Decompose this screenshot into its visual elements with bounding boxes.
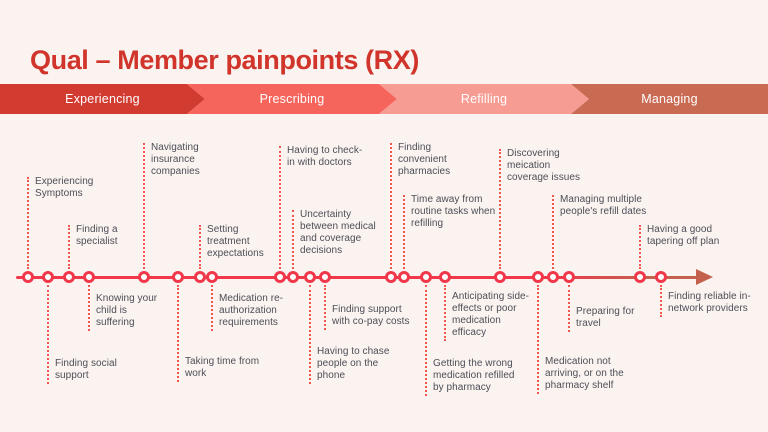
painpoint-label: Experiencing Symptoms bbox=[35, 176, 94, 199]
timeline-dot bbox=[22, 271, 34, 283]
leader-line bbox=[499, 149, 501, 269]
painpoint-label: Having to check- in with doctors bbox=[287, 145, 363, 168]
phase-label: Managing bbox=[641, 92, 698, 106]
leader-line bbox=[425, 285, 427, 396]
painpoint-label: Finding reliable in- network providers bbox=[668, 291, 751, 314]
leader-line bbox=[47, 285, 49, 384]
leader-line bbox=[403, 195, 405, 269]
timeline-dot bbox=[420, 271, 432, 283]
timeline-dot bbox=[206, 271, 218, 283]
phase-label: Prescribing bbox=[259, 92, 325, 106]
painpoint-label: Setting treatment expectations bbox=[207, 224, 264, 259]
timeline-dot bbox=[304, 271, 316, 283]
leader-line bbox=[68, 225, 70, 269]
timeline-dot bbox=[532, 271, 544, 283]
painpoint-label: Knowing your child is suffering bbox=[96, 293, 158, 328]
leader-line bbox=[143, 143, 145, 269]
timeline-dot bbox=[563, 271, 575, 283]
painpoint-label: Medication re- authorization requirement… bbox=[219, 293, 284, 328]
timeline-dot bbox=[494, 271, 506, 283]
phase-managing: Managing bbox=[571, 84, 768, 114]
painpoint-label: Finding support with co-pay costs bbox=[332, 304, 410, 327]
leader-line bbox=[309, 285, 311, 384]
timeline-line bbox=[16, 275, 699, 279]
painpoint-label: Managing multiple people's refill dates bbox=[560, 194, 647, 217]
timeline-dot bbox=[138, 271, 150, 283]
painpoint-label: Navigating insurance companies bbox=[151, 142, 200, 177]
phase-prescribing: Prescribing bbox=[187, 84, 397, 114]
leader-line bbox=[177, 285, 179, 382]
painpoint-label: Discovering meication coverage issues bbox=[507, 148, 581, 183]
painpoint-label: Time away from routine tasks when refill… bbox=[411, 194, 496, 229]
timeline-dot bbox=[655, 271, 667, 283]
timeline-dot bbox=[274, 271, 286, 283]
timeline-dot bbox=[398, 271, 410, 283]
timeline-arrowhead-icon bbox=[696, 269, 713, 285]
leader-line bbox=[279, 146, 281, 269]
timeline-dot bbox=[172, 271, 184, 283]
timeline-dot bbox=[319, 271, 331, 283]
leader-line bbox=[199, 225, 201, 269]
leader-line bbox=[390, 143, 392, 269]
phase-label: Experiencing bbox=[65, 92, 140, 106]
painpoint-label: Getting the wrong medication refilled by… bbox=[433, 358, 515, 393]
painpoint-label: Medication not arriving, or on the pharm… bbox=[545, 356, 624, 391]
painpoint-label: Having to chase people on the phone bbox=[317, 346, 390, 381]
timeline-dot bbox=[83, 271, 95, 283]
timeline-dot bbox=[634, 271, 646, 283]
leader-line bbox=[552, 195, 554, 269]
phase-label: Refilling bbox=[460, 92, 508, 106]
leader-line bbox=[292, 210, 294, 269]
leader-line bbox=[568, 285, 570, 332]
painpoint-label: Having a good tapering off plan bbox=[647, 224, 720, 247]
painpoint-label: Anticipating side- effects or poor medic… bbox=[452, 291, 530, 338]
timeline-dot bbox=[42, 271, 54, 283]
painpoint-label: Finding convenient pharmacies bbox=[398, 142, 451, 177]
leader-line bbox=[639, 225, 641, 269]
painpoint-label: Finding social support bbox=[55, 358, 117, 381]
timeline-dot bbox=[385, 271, 397, 283]
timeline-dot bbox=[547, 271, 559, 283]
painpoint-label: Preparing for travel bbox=[576, 306, 635, 329]
leader-line bbox=[660, 285, 662, 317]
leader-line bbox=[27, 177, 29, 269]
leader-line bbox=[211, 285, 213, 331]
phase-bar: Experiencing Prescribing Refilling Manag… bbox=[0, 84, 768, 114]
leader-line bbox=[324, 285, 326, 330]
timeline-dot bbox=[194, 271, 206, 283]
leader-line bbox=[537, 285, 539, 394]
phase-experiencing: Experiencing bbox=[0, 84, 205, 114]
timeline-dot bbox=[63, 271, 75, 283]
timeline-dot bbox=[439, 271, 451, 283]
painpoint-label: Finding a specialist bbox=[76, 224, 118, 247]
page-title: Qual – Member painpoints (RX) bbox=[30, 45, 419, 76]
phase-refilling: Refilling bbox=[379, 84, 589, 114]
painpoint-label: Uncertainty between medical and coverage… bbox=[300, 209, 376, 256]
painpoint-label: Taking time from work bbox=[185, 356, 260, 379]
leader-line bbox=[88, 285, 90, 331]
timeline-dot bbox=[287, 271, 299, 283]
leader-line bbox=[444, 285, 446, 341]
